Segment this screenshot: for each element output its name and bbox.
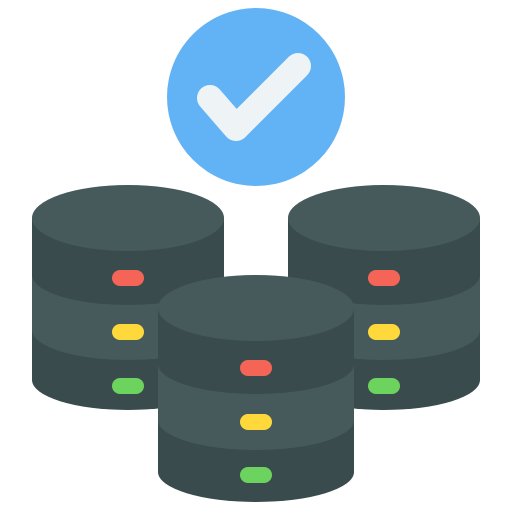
database-stack-center: [158, 275, 354, 502]
led-yellow: [112, 324, 144, 340]
led-green: [112, 378, 144, 394]
verified-badge: [167, 8, 345, 186]
led-green: [240, 467, 272, 483]
led-yellow: [368, 324, 400, 340]
checkmark-icon: [197, 53, 311, 141]
led-yellow: [240, 414, 272, 430]
led-green: [368, 378, 400, 394]
db-left-top-cap: [32, 185, 224, 251]
db-right-top-cap: [288, 185, 480, 251]
led-red: [240, 360, 272, 376]
db-center-top-cap: [158, 275, 354, 341]
led-red: [368, 270, 400, 286]
led-red: [112, 270, 144, 286]
